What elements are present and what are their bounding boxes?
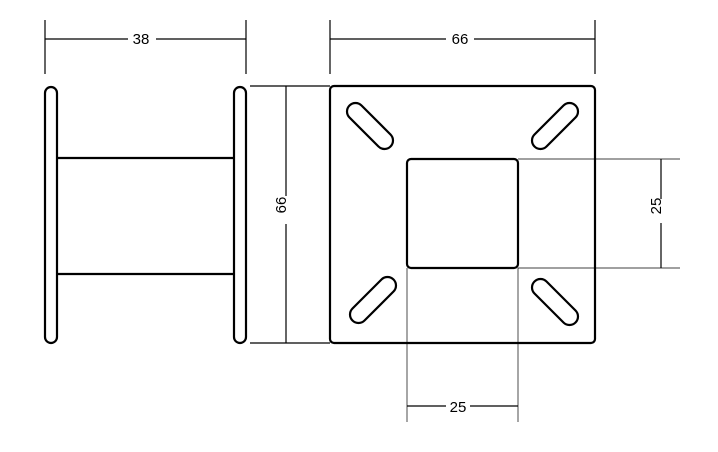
right-flange	[232, 85, 248, 345]
tube-width-label: 25	[450, 399, 467, 416]
slot-bottom-left	[348, 275, 398, 325]
side-view	[43, 85, 248, 345]
slot-bottom-right	[530, 277, 580, 327]
dimension-tube-width: 25	[406, 268, 519, 422]
square-tube-opening	[405, 157, 520, 270]
dimension-side-width: 38	[44, 20, 247, 74]
dimension-tube-height: 25	[518, 158, 680, 269]
plate-width-label: 66	[452, 31, 469, 48]
dimension-plate-width: 66	[329, 20, 596, 74]
dimension-plate-height: 66	[250, 85, 330, 344]
front-view	[328, 84, 597, 345]
slot-top-left	[345, 101, 395, 151]
side-width-label: 38	[133, 31, 150, 48]
left-flange	[43, 85, 59, 345]
slot-top-right	[530, 101, 580, 151]
plate-height-label: 66	[273, 197, 290, 214]
base-plate	[328, 84, 597, 345]
tube-height-label: 25	[648, 198, 665, 215]
